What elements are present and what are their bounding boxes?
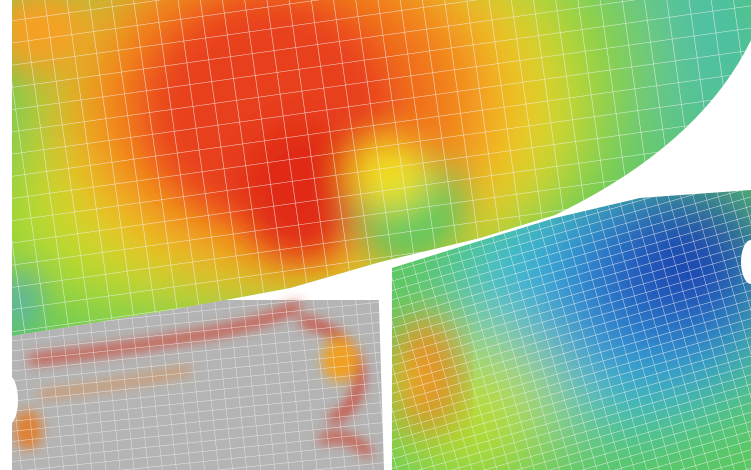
- left-margin: [0, 0, 12, 470]
- left-notch: [0, 375, 18, 425]
- contact-gap: [378, 268, 392, 470]
- right-notch: [741, 240, 751, 284]
- lower-mesh-overlay: [12, 300, 385, 470]
- lower-left-body-region: [12, 300, 385, 470]
